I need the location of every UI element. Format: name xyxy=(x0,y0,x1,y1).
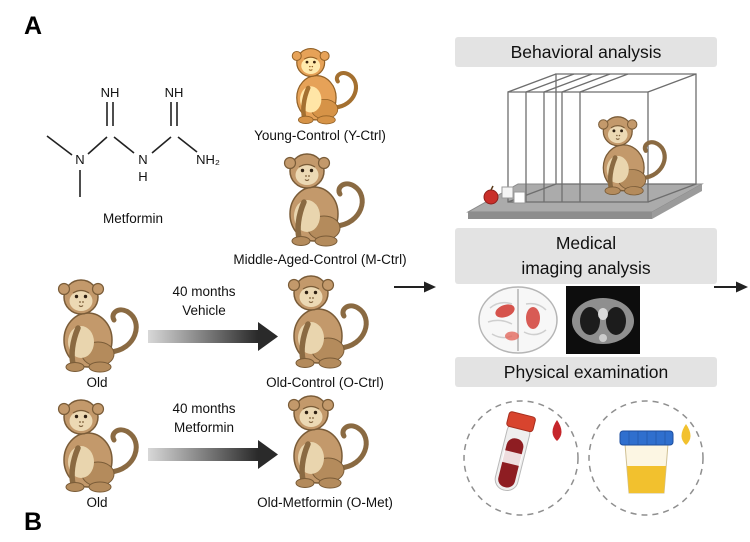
treatment-vehicle-agent: Vehicle xyxy=(182,303,226,318)
group-label-old-top: Old xyxy=(86,375,108,390)
atom-nh-left: NH xyxy=(101,85,120,100)
monkey-icon-old-metformin xyxy=(289,396,367,488)
group-label-old-bottom: Old xyxy=(86,495,108,510)
atom-n-central: N xyxy=(138,152,147,167)
medical-imaging-header: Medical imaging analysis xyxy=(455,228,717,284)
brain-scan-icon xyxy=(478,286,558,354)
group-label-old-metformin: Old-Metformin (O-Met) xyxy=(257,495,393,510)
monkey-icon-cage xyxy=(599,117,665,195)
metformin-label: Metformin xyxy=(102,211,163,226)
medical-imaging-header-line1: Medical xyxy=(555,233,617,253)
behavioral-analysis-header: Behavioral analysis xyxy=(455,37,717,67)
monkey-icon-middle-aged xyxy=(285,154,363,246)
treatment-text-vehicle: 40 months Vehicle xyxy=(148,282,260,320)
atom-nh-right: NH xyxy=(165,85,184,100)
atom-h-central: H xyxy=(138,169,147,184)
treatment-text-metformin: 40 months Metformin xyxy=(148,399,260,437)
monkey-icon-old-bottom xyxy=(59,400,137,492)
treatment-metformin-duration: 40 months xyxy=(172,401,236,416)
apple-icon xyxy=(483,185,499,205)
treatment-arrow-metformin xyxy=(148,440,278,469)
panel-label-b: B xyxy=(24,508,43,536)
ct-scan-icon xyxy=(566,286,640,354)
arrow-right-to-analyses-icon xyxy=(394,281,436,293)
group-label-middle-aged-control: Middle-Aged-Control (M-Ctrl) xyxy=(233,252,407,267)
blood-drop-icon xyxy=(552,420,562,441)
group-label-young-control: Young-Control (Y-Ctrl) xyxy=(254,128,386,143)
urine-drop-icon xyxy=(681,424,691,445)
urine-sample-icon xyxy=(588,400,704,516)
treatment-metformin-agent: Metformin xyxy=(173,420,234,435)
monkey-icon-young xyxy=(292,49,356,124)
blocks-icon xyxy=(501,186,526,204)
physical-examination-header: Physical examination xyxy=(455,357,717,387)
atom-n-dimethyl: N xyxy=(75,152,84,167)
blood-sample-icon xyxy=(463,400,579,516)
group-label-old-control: Old-Control (O-Ctrl) xyxy=(266,375,384,390)
atom-nh2-terminal: NH₂ xyxy=(196,152,220,167)
panel-label-a: A xyxy=(24,12,43,40)
medical-imaging-header-line2: imaging analysis xyxy=(521,258,651,278)
treatment-arrow-vehicle xyxy=(148,322,278,351)
treatment-vehicle-duration: 40 months xyxy=(172,284,236,299)
metformin-structure: NH NH N N H NH₂ xyxy=(46,85,220,197)
cage-illustration xyxy=(466,73,704,219)
monkey-icon-old-top xyxy=(59,280,137,372)
monkey-icon-old-control xyxy=(289,276,367,368)
arrow-right-output-icon xyxy=(714,281,748,293)
